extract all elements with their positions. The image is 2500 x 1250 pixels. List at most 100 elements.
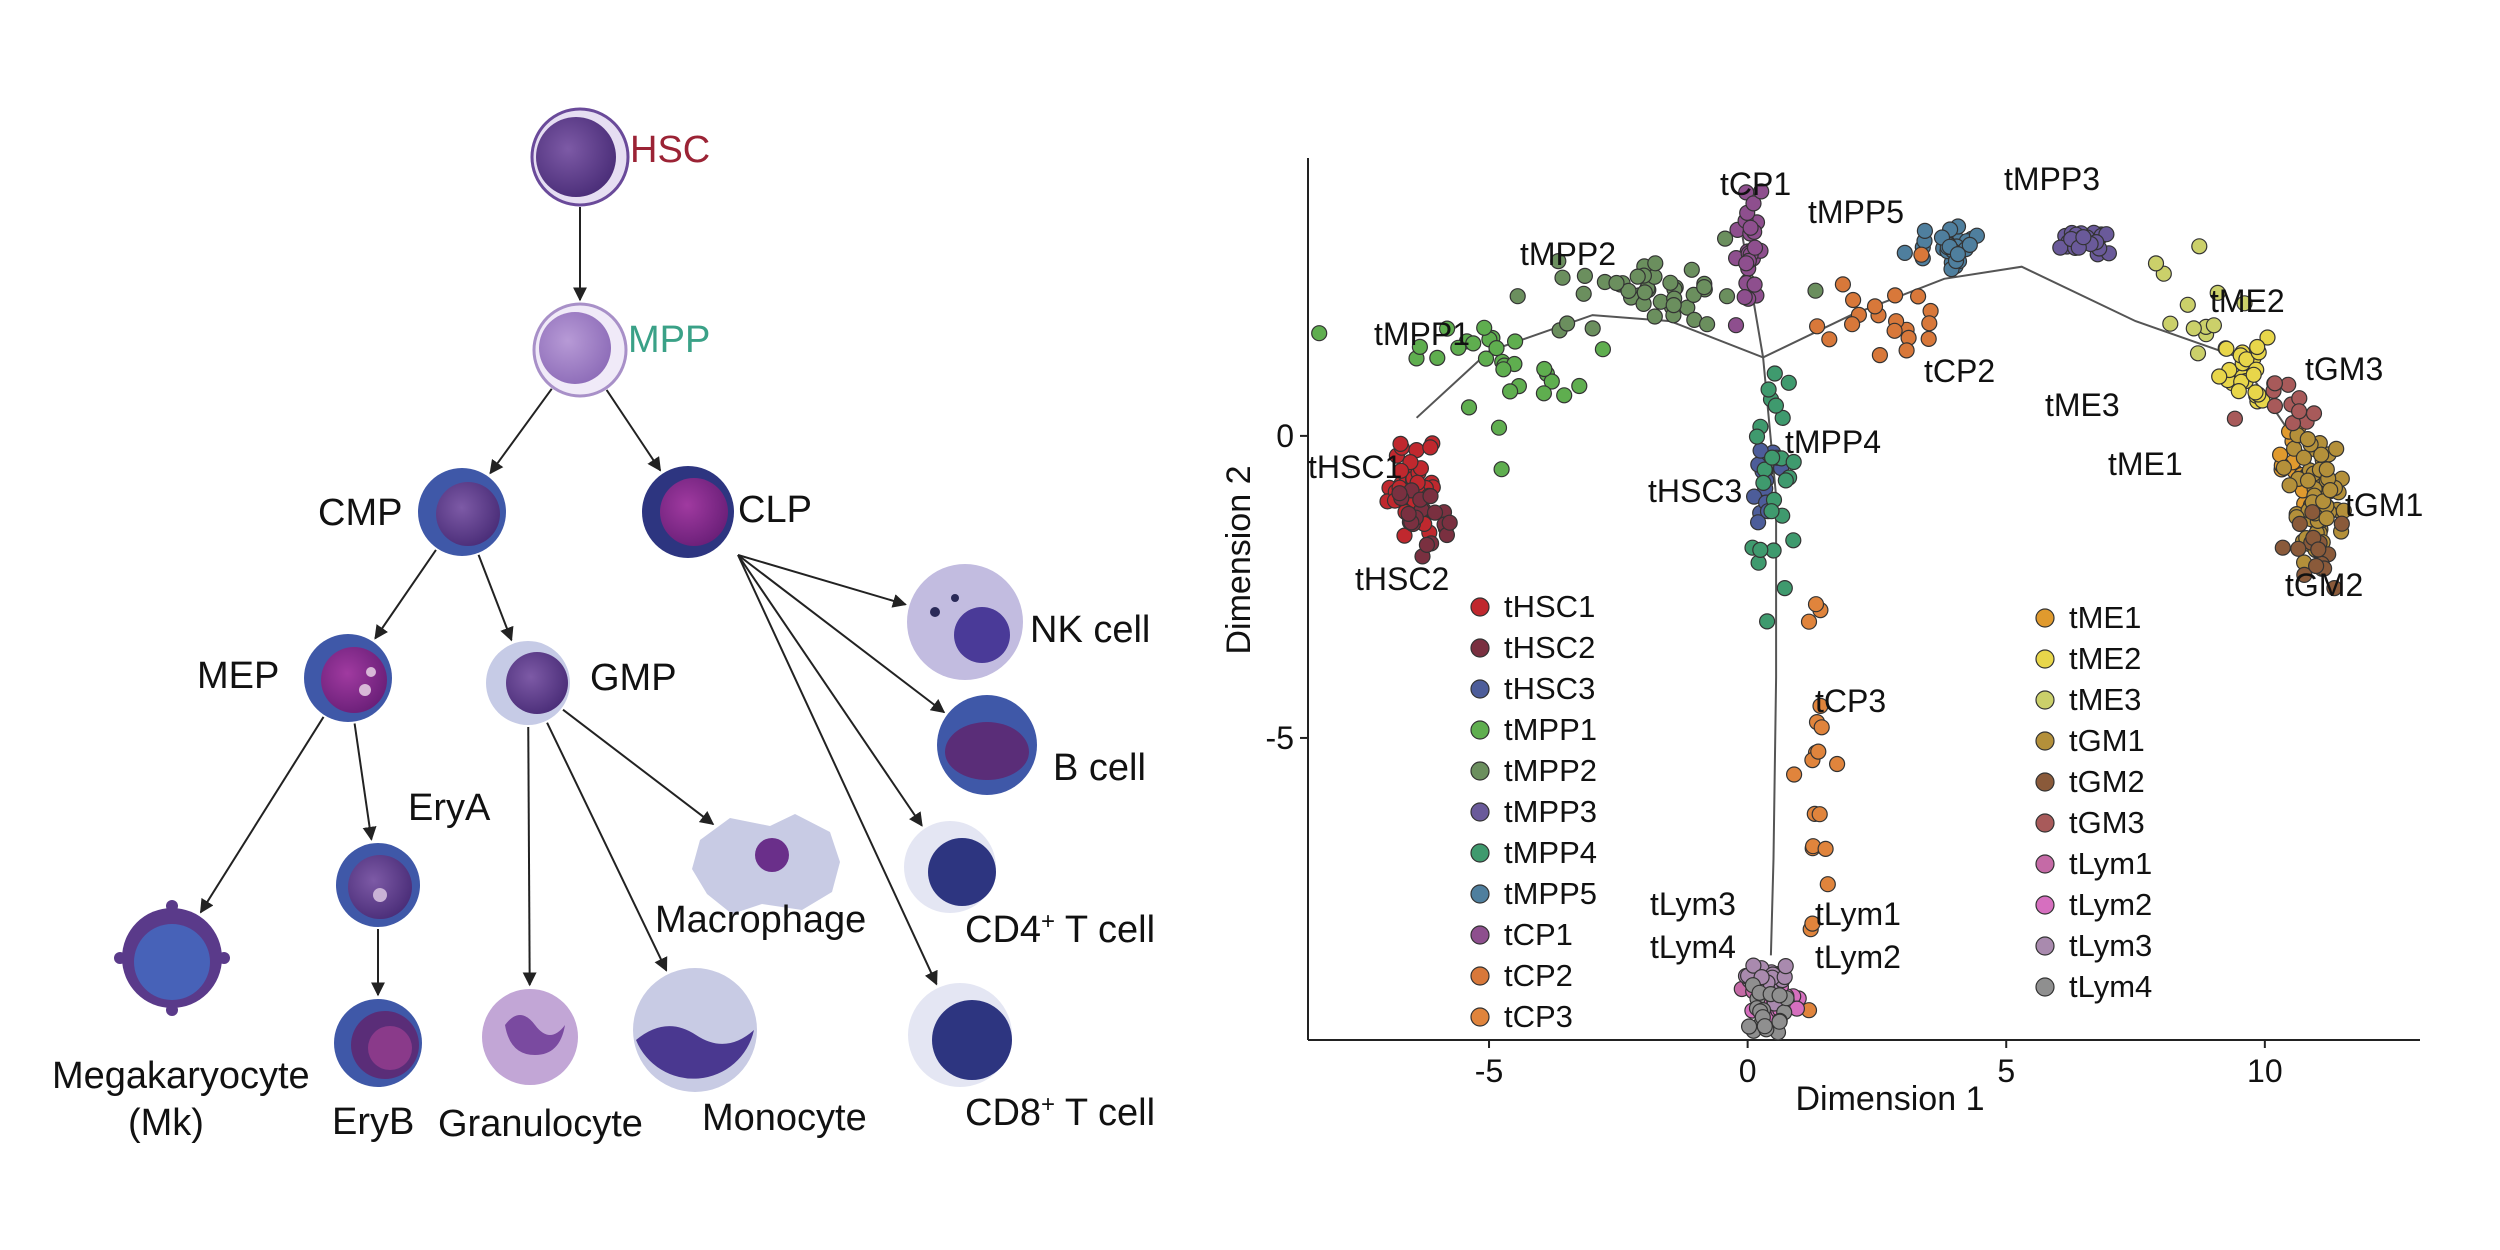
nk-nucleus (954, 607, 1010, 663)
node-monocyte: Monocyte (633, 968, 867, 1139)
point-tgm3 (2280, 376, 2297, 393)
erya-label: EryA (408, 787, 491, 829)
legend-label-thsc1: tHSC1 (1504, 589, 1595, 624)
point-tcp1 (1753, 183, 1770, 200)
point-thsc2 (1441, 514, 1458, 531)
point-tmpp4 (1752, 541, 1769, 559)
cluster-label-tcp1: tCP1 (1720, 166, 1791, 202)
point-tmpp1 (1438, 320, 1456, 337)
point-tlym4 (1771, 1013, 1788, 1030)
point-tme3 (2162, 315, 2179, 332)
point-tcp3 (1813, 719, 1830, 736)
point-thsc2 (1426, 504, 1444, 521)
point-thsc2 (1391, 485, 1408, 502)
mpp-label: MPP (628, 319, 710, 361)
legend-swatch-tcp3 (1470, 1007, 1490, 1027)
point-tmpp2 (1576, 267, 1594, 284)
point-tmpp4 (1763, 503, 1780, 520)
legend-label-tmpp2: tMPP2 (1504, 753, 1597, 788)
point-tgm3 (2291, 403, 2308, 420)
mep-nucleus (321, 647, 387, 713)
node-cd8-t-cell: CD8+ T cell (908, 983, 1155, 1134)
legend-label-tgm3: tGM3 (2069, 805, 2145, 840)
point-tmpp2 (1665, 297, 1682, 314)
edge-clp-nk (737, 554, 907, 608)
granulocyte-nucleus (505, 1015, 565, 1055)
point-tlym4 (1756, 1018, 1773, 1035)
point-tmpp4 (1780, 374, 1797, 391)
point-tcp1 (1745, 195, 1762, 212)
cluster-label-tcp3: tCP3 (1815, 683, 1886, 719)
legend-label-tlym4: tLym4 (2069, 969, 2152, 1004)
point-tme3 (2185, 320, 2202, 337)
point-tcp1 (1746, 276, 1763, 293)
macrophage-label: Macrophage (655, 899, 866, 941)
mk-process-4 (166, 1004, 178, 1016)
cluster-label-tme2: tME2 (2210, 283, 2285, 319)
point-tgm2 (2304, 504, 2321, 521)
point-tgm1 (2328, 440, 2345, 457)
point-tmpp4 (1766, 365, 1783, 382)
y-tick-label: -5 (1266, 720, 1294, 756)
point-tgm3 (2226, 410, 2243, 427)
y-tick-label: 0 (1276, 418, 1294, 454)
node-hsc: HSC (530, 107, 710, 207)
point-tmpp1 (1501, 383, 1519, 400)
point-tcp3 (1804, 915, 1821, 932)
legend-swatch-tmpp2 (1470, 761, 1490, 781)
point-tmpp2 (1550, 253, 1567, 270)
node-b-cell: B cell (937, 695, 1146, 795)
legend-label-tcp2: tCP2 (1504, 958, 1573, 993)
point-thsc1 (1422, 439, 1439, 456)
point-tmpp1 (1477, 350, 1495, 367)
gmp-label: GMP (590, 657, 677, 699)
legend-swatch-tlym3 (2035, 936, 2055, 956)
erya-nucleus (348, 855, 412, 919)
legend-label-tgm2: tGM2 (2069, 764, 2145, 799)
point-tme3 (2189, 345, 2207, 362)
point-thsc2 (1422, 488, 1439, 505)
point-tmpp4 (1760, 381, 1777, 398)
node-cmp: CMP (318, 468, 506, 556)
erya-granule (373, 888, 387, 902)
point-tgm2 (2274, 539, 2291, 556)
point-tcp3 (1812, 697, 1829, 715)
point-tcp1 (1746, 239, 1764, 256)
point-tcp2 (1913, 246, 1930, 263)
point-thsc1 (1392, 435, 1409, 452)
point-tmpp2 (1647, 255, 1664, 272)
cluster-label-tmpp1: tMPP1 (1374, 316, 1470, 352)
point-tme2 (2211, 368, 2228, 385)
point-tme3 (2147, 255, 2165, 272)
point-tmpp4 (1776, 579, 1793, 597)
legend-label-tmpp4: tMPP4 (1504, 835, 1597, 870)
node-gmp: GMP (486, 641, 677, 725)
legend-label-tmpp1: tMPP1 (1504, 712, 1597, 747)
point-tgm2 (2296, 566, 2313, 584)
edge-cmp-gmp (477, 554, 514, 642)
mpp-nucleus (539, 312, 611, 384)
cd8-label-sup: + (1041, 1091, 1055, 1118)
b-cell-nucleus (945, 722, 1029, 780)
point-tmpp1 (1556, 387, 1573, 404)
point-tme2 (2218, 340, 2235, 357)
hierarchy-edges (199, 207, 946, 997)
point-tgm1 (2281, 477, 2298, 494)
point-tcp2 (1886, 287, 1904, 304)
cluster-label-thsc2: tHSC2 (1355, 561, 1449, 597)
cluster-label-tmpp4: tMPP4 (1785, 424, 1881, 460)
mk-process-2 (218, 952, 230, 964)
legend-label-thsc3: tHSC3 (1504, 671, 1595, 706)
point-tgm2 (2310, 541, 2327, 558)
point-tmpp4 (1763, 449, 1781, 466)
cd8-label-suffix: T cell (1055, 1092, 1155, 1134)
cluster-label-tmpp2: tMPP2 (1520, 236, 1616, 272)
cluster-labels: tHSC1tHSC2tHSC3tMPP1tMPP2tMPP3tMPP4tMPP5… (1308, 161, 2423, 975)
b-cell-label: B cell (1053, 747, 1146, 789)
node-megakaryocyte: Megakaryocyte (Mk) (52, 900, 310, 1144)
point-tcp2 (1866, 298, 1884, 315)
clp-nucleus (660, 478, 728, 546)
point-tme2 (2230, 383, 2247, 400)
legend-swatch-thsc1 (1470, 597, 1490, 617)
